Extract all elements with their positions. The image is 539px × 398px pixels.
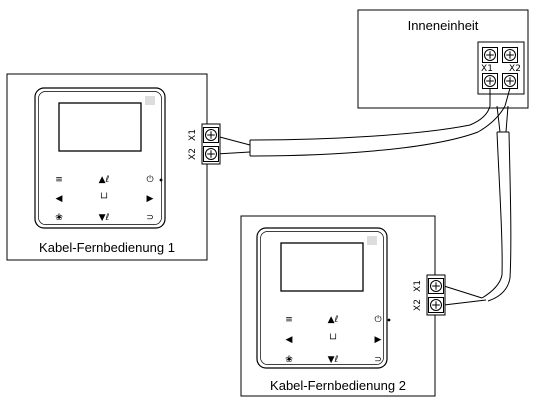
back-icon: ⊃ [146,213,154,223]
wire-c1-x1 [215,135,251,146]
controller-1-buttons: ≡ ▲ℓ ⏻ ◀ └┘ ▶ ❀ ▼ℓ ⊃ [55,174,163,223]
controller-2-buttons: ≡ ▲ℓ ⏻ ◀ └┘ ▶ ❀ ▼ℓ ⊃ [285,314,391,365]
power-indicator [387,318,391,322]
c2-screw-x1 [428,278,444,294]
cable-1-outer-bottom [249,105,506,157]
controller-1-terminal-block: X1 X2 [188,123,221,165]
fan-icon: ❀ [285,355,293,365]
indoor-terminal-label-x1: X1 [481,64,493,74]
indoor-screw-x2-bottom [502,73,518,89]
temp-down-icon: ▼ℓ [328,355,339,365]
enter-icon: └┘ [99,192,110,204]
menu-icon: ≡ [55,175,63,185]
c1-terminal-label-x2: X2 [188,148,198,160]
indoor-unit-label: Inneneinheit [408,18,479,33]
c1-screw-x2 [203,146,219,162]
wire-indoor-to-c2-b [505,105,509,133]
controller-2-label: Kabel-Fernbedienung 2 [270,378,406,393]
controller-2-terminal-block: X1 X2 [413,274,446,316]
cables [215,87,512,306]
wire-c2-x2 [443,299,487,306]
temp-down-icon: ▼ℓ [99,213,110,223]
c2-terminal-label-x1: X1 [413,280,423,292]
c1-terminal-label-x1: X1 [188,129,198,141]
indoor-screw-x1-bottom [482,73,498,89]
wire-c1-x2 [215,151,251,155]
cable-2-outer-right [487,131,512,302]
c2-terminal-label-x2: X2 [413,299,423,311]
indoor-terminal-label-x2: X2 [509,64,521,74]
controller-2: ≡ ▲ℓ ⏻ ◀ └┘ ▶ ❀ ▼ℓ ⊃ Kabel-Fernbedienung… [240,215,436,397]
controller-1-label: Kabel-Fernbedienung 1 [39,240,175,255]
enter-icon: └┘ [328,333,339,345]
power-icon: ⏻ [146,174,153,185]
indoor-screw-x2-top [502,47,518,63]
menu-icon: ≡ [285,315,293,325]
power-indicator [159,178,163,182]
temp-up-icon: ▲ℓ [328,315,339,325]
temp-up-icon: ▲ℓ [99,175,110,185]
wire-c2-x1 [443,285,483,299]
wire-indoor-to-c2-a [496,105,501,133]
controller-1: ≡ ▲ℓ ⏻ ◀ └┘ ▶ ❀ ▼ℓ ⊃ Kabel-Fernbedienung… [6,73,208,261]
right-arrow-icon: ▶ [375,335,382,345]
left-arrow-icon: ◀ [56,194,63,204]
cable-1-outer-top [249,105,491,141]
wire-indoor-x2 [504,87,511,107]
indoor-terminal-block: X1 X2 [477,41,525,95]
controller-1-face [34,87,166,229]
fan-icon: ❀ [55,213,63,223]
c2-screw-x2 [428,297,444,313]
power-icon: ⏻ [374,314,381,325]
cable-2-outer-left [481,131,503,299]
back-icon: ⊃ [374,355,382,365]
indoor-screw-x1-top [482,47,498,63]
left-arrow-icon: ◀ [286,335,293,345]
c1-screw-x1 [203,127,219,143]
right-arrow-icon: ▶ [147,194,154,204]
controller-2-face [256,227,388,369]
